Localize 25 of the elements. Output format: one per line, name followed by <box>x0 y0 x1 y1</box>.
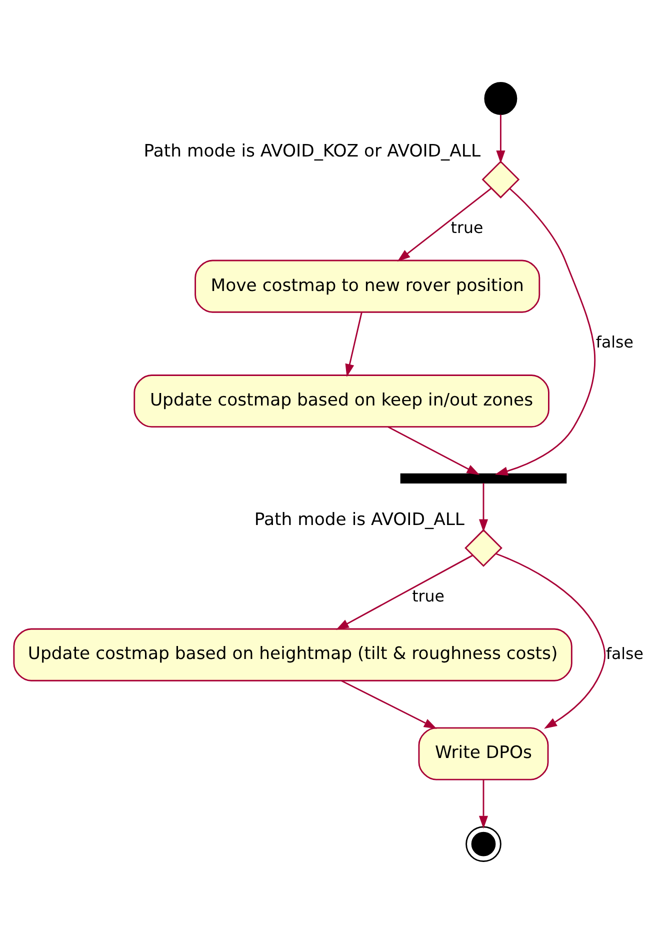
node-box: Write DPOs <box>418 726 549 780</box>
edge-label: true <box>412 586 444 605</box>
arrow <box>496 114 506 163</box>
node-box: Update costmap based on heightmap (tilt & roughness costs) <box>13 628 572 681</box>
node-diamond <box>464 528 502 566</box>
edge-label: false <box>596 332 634 352</box>
arrow <box>336 554 474 630</box>
node-label: Path mode is AVOID_ALL <box>254 510 465 530</box>
edge-label: false <box>606 643 644 662</box>
node-label: Path mode is AVOID_KOZ or AVOID_ALL <box>144 141 481 162</box>
arrow <box>388 426 480 475</box>
node-box: Move costmap to new rover position <box>194 259 540 312</box>
edge-label: true <box>450 217 484 236</box>
node-circle <box>484 82 518 114</box>
arrow <box>341 680 437 728</box>
node-box: Update costmap based on keep in/out zones <box>134 374 550 428</box>
arrow <box>397 187 492 262</box>
arrow <box>494 188 596 476</box>
arrow <box>496 552 606 728</box>
arrow <box>478 482 488 532</box>
arrow <box>478 780 488 828</box>
node-bar <box>400 472 567 483</box>
arrow <box>345 312 362 376</box>
node-diamond <box>482 160 520 198</box>
node-circle <box>466 826 502 862</box>
